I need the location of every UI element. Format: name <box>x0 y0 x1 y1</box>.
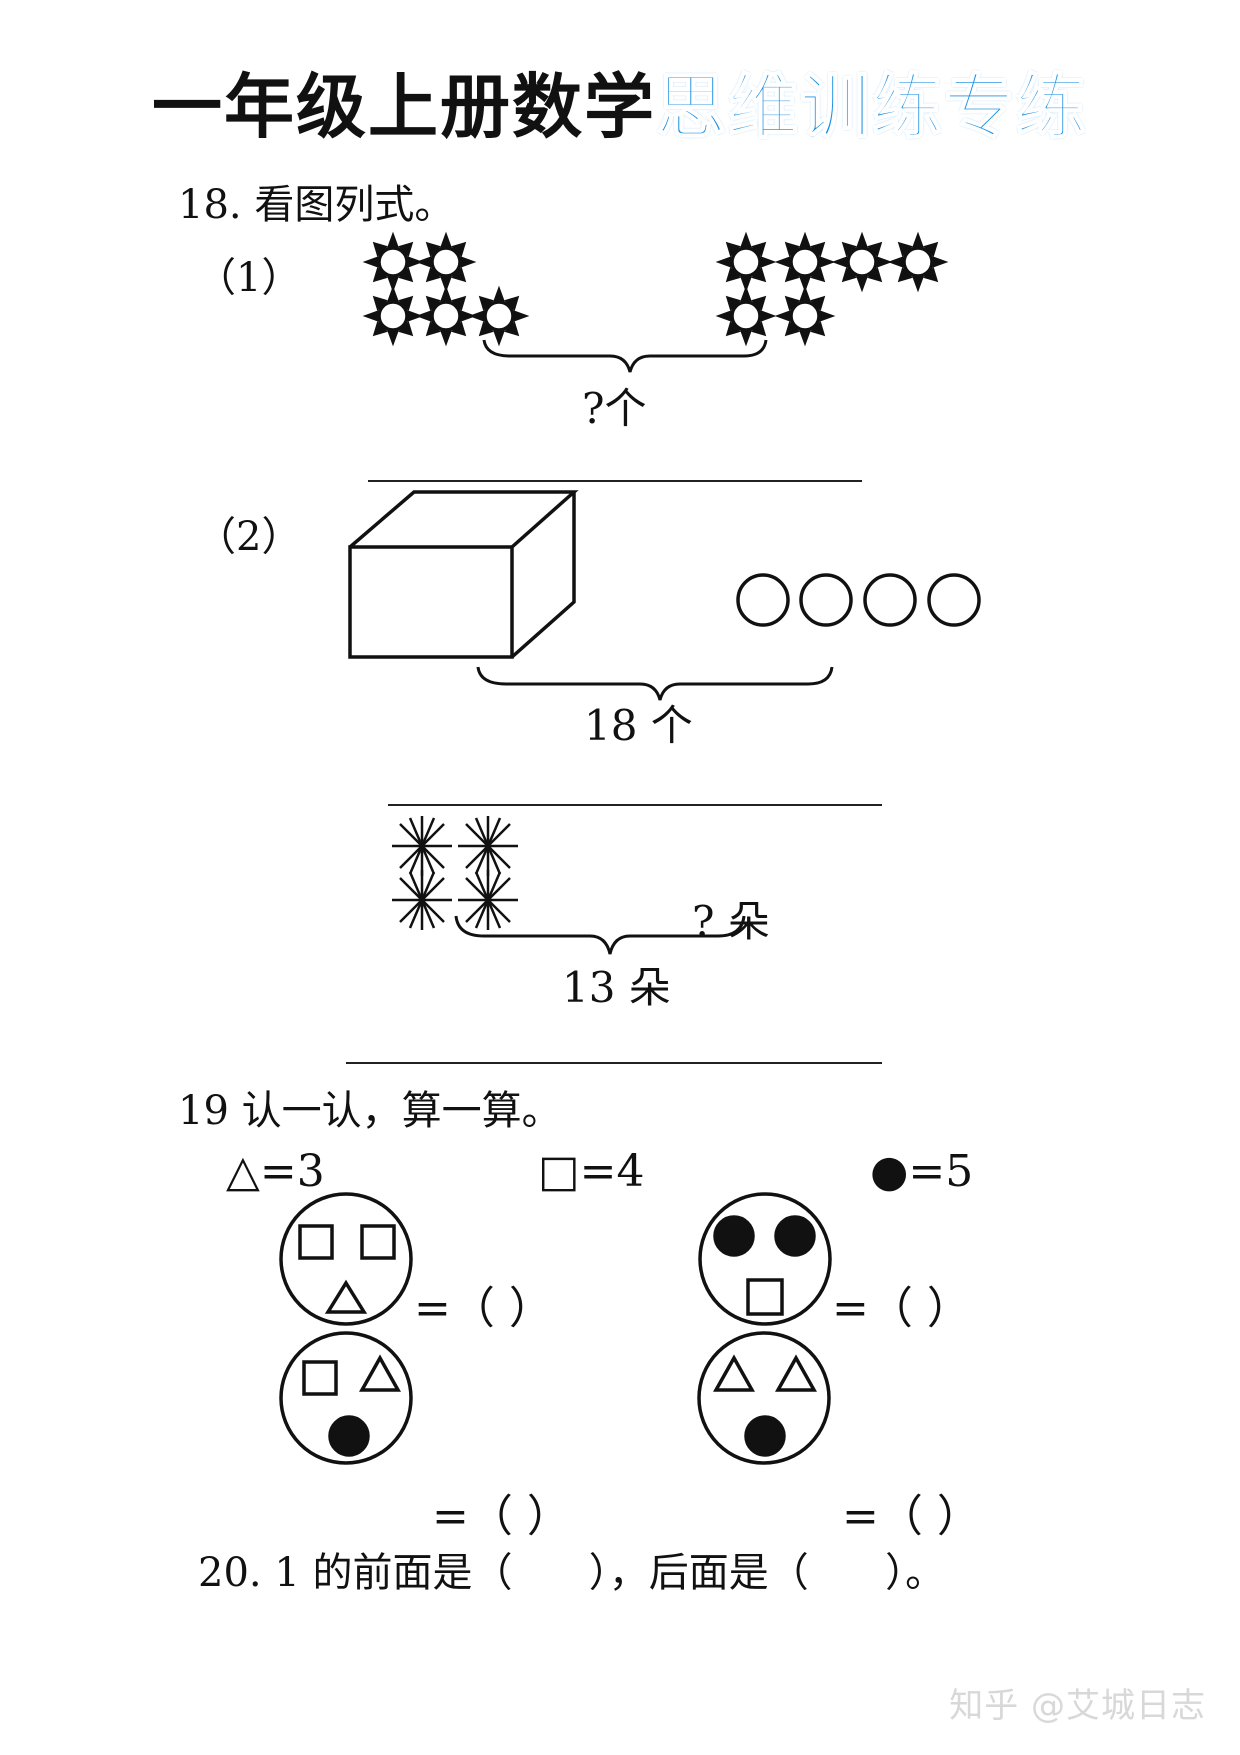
face-1 <box>279 1192 413 1326</box>
sun-icon <box>718 288 774 344</box>
dot-icon <box>744 1415 786 1457</box>
square-icon <box>302 1360 338 1396</box>
sun-icon <box>718 234 774 290</box>
face-4 <box>697 1331 831 1465</box>
q19-eq2[interactable]: =（ ） <box>832 1283 971 1334</box>
circle-icon <box>863 573 917 627</box>
square-icon <box>360 1224 396 1260</box>
sun-icon <box>777 234 833 290</box>
square-icon <box>746 1278 784 1316</box>
circle-icon <box>799 573 853 627</box>
flower-icon <box>456 868 520 932</box>
title-part2: 思维训练专练 <box>655 65 1088 149</box>
sun-group-right <box>718 234 946 344</box>
q18-p1-brace-label: ?个 <box>582 384 647 433</box>
square-icon <box>298 1224 334 1260</box>
sun-icon <box>365 288 421 344</box>
dot-icon <box>328 1415 370 1457</box>
brace-icon <box>476 666 834 701</box>
legend-circle: ●=5 <box>870 1146 974 1197</box>
watermark: 知乎 @艾城日志 <box>949 1686 1206 1726</box>
circle-group <box>736 573 981 627</box>
q20-text[interactable]: 20. 1 的前面是（ ），后面是（ ）。 <box>198 1550 946 1596</box>
flower-icon <box>390 868 454 932</box>
triangle-icon <box>775 1354 817 1392</box>
q18-p3-small-label: ? 朵 <box>692 897 770 946</box>
sun-icon <box>471 288 527 344</box>
flower-icon <box>456 814 520 878</box>
q18-p3-brace-label: 13 朵 <box>562 963 671 1012</box>
legend-square: □=4 <box>538 1146 645 1197</box>
sun-icon <box>777 288 833 344</box>
q18-p3-answer-line[interactable] <box>346 1062 882 1064</box>
sun-icon <box>890 234 946 290</box>
dot-icon <box>774 1215 816 1257</box>
q18-p1-number: （1） <box>196 255 302 301</box>
triangle-icon <box>324 1279 368 1314</box>
face-2 <box>698 1192 832 1326</box>
q18-p1-answer-line[interactable] <box>368 480 862 482</box>
brace-icon <box>482 339 768 373</box>
triangle-icon <box>359 1354 401 1392</box>
brace-icon <box>454 915 746 955</box>
q18-p2-number: （2） <box>196 514 302 560</box>
q19-eq3[interactable]: =（ ） <box>432 1491 571 1542</box>
box-icon <box>348 490 579 659</box>
sun-icon <box>418 288 474 344</box>
q18-title: 18. 看图列式。 <box>178 182 455 228</box>
q18-p2-brace-label: 18 个 <box>584 701 693 750</box>
page-title: 一年级上册数学思维训练专练 <box>0 62 1240 152</box>
sun-icon <box>834 234 890 290</box>
q19-eq1[interactable]: =（ ） <box>414 1283 553 1334</box>
flower-icon <box>390 814 454 878</box>
dot-icon <box>713 1215 755 1257</box>
face-3 <box>279 1331 413 1465</box>
flower-group <box>390 814 520 932</box>
legend-triangle: △=3 <box>226 1146 325 1197</box>
circle-icon <box>736 573 790 627</box>
circle-icon <box>927 573 981 627</box>
title-part1: 一年级上册数学 <box>152 66 656 148</box>
sun-group-left <box>365 234 527 344</box>
sun-icon <box>365 234 421 290</box>
triangle-icon <box>713 1354 755 1392</box>
sun-icon <box>418 234 474 290</box>
q19-title: 19 认一认，算一算。 <box>178 1088 562 1134</box>
q19-eq4[interactable]: =（ ） <box>842 1491 981 1542</box>
q18-p2-answer-line[interactable] <box>388 804 882 806</box>
